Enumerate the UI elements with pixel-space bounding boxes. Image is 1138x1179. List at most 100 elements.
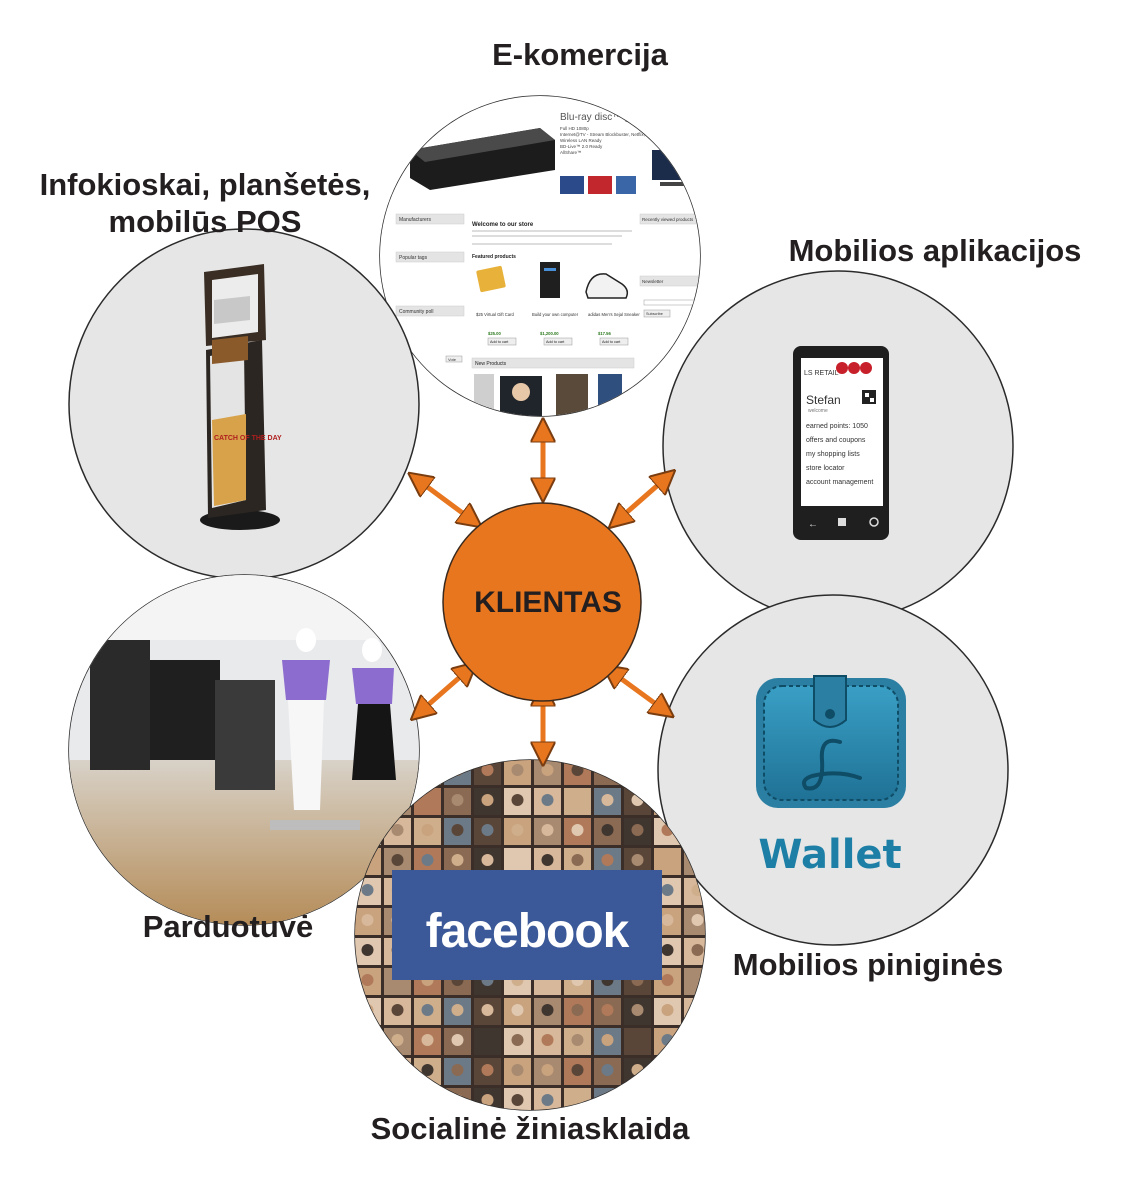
new-product-thumb (474, 374, 494, 416)
ecom-product-price: $17.56 (598, 331, 611, 336)
profile-face (571, 1034, 584, 1046)
profile-face (601, 764, 614, 776)
profile-face (451, 1094, 464, 1106)
add-to-cart-button[interactable]: Add to cart (546, 340, 565, 344)
kiosk-poster-text: CATCH OF THE DAY (214, 435, 282, 442)
phone-brand: LS RETAIL (804, 370, 839, 377)
phone-menu-item[interactable]: offers and coupons (806, 437, 866, 444)
new-product-thumb (556, 374, 588, 416)
store-circle (68, 574, 420, 926)
profile-face (541, 1064, 554, 1076)
profile-face (451, 854, 464, 866)
profile-face (451, 1004, 464, 1016)
ecom-welcome-heading: Welcome to our store (472, 222, 534, 228)
label-wallets: Mobilios piniginės (732, 947, 1004, 982)
ecom-bullet: AllShare™ (560, 150, 582, 155)
profile-face (391, 1034, 404, 1046)
profile-face (541, 1004, 554, 1016)
profile-face (451, 794, 464, 806)
profile-face (511, 1064, 524, 1076)
facebook-banner (392, 870, 662, 980)
profile-face (571, 794, 584, 806)
ecom-product-name[interactable]: $25 Virtual Gift Card (476, 312, 515, 317)
profile-face (661, 854, 674, 866)
ecom-product-name[interactable]: adidas Men's Sejal Sneaker (588, 312, 640, 317)
profile-face (361, 974, 374, 986)
ecom-bullet: Internet@TV - Stream Blockbuster, Netfli… (560, 132, 664, 137)
profile-face (511, 1094, 524, 1106)
profile-face (541, 794, 554, 806)
profile-face (421, 824, 434, 836)
phone-menu-item[interactable]: account management (806, 479, 873, 486)
profile-face (661, 944, 674, 956)
windows-icon[interactable] (838, 518, 846, 526)
profile-face (691, 1064, 704, 1076)
profile-face (421, 1034, 434, 1046)
computer-image (540, 262, 560, 298)
profile-face (481, 794, 494, 806)
profile-face (511, 824, 524, 836)
profile-face (421, 1004, 434, 1016)
profile-face (631, 764, 644, 776)
phone-subtitle: welcome (808, 408, 828, 414)
ecom-side-newsletter: Newsletter (642, 279, 664, 284)
center-label: KLIENTAS (474, 586, 622, 619)
profile-face (511, 1034, 524, 1046)
gift-card-image (476, 265, 506, 293)
profile-face (691, 1004, 704, 1016)
wallet-circle: Wallet (657, 594, 1009, 946)
phone-image: LS RETAIL Stefan welcome earned points: … (793, 346, 889, 540)
profile-face (391, 1094, 404, 1106)
ecom-side-recent: Recently viewed products (642, 217, 694, 222)
profile-photo-tile (654, 1058, 681, 1085)
ecom-new-products-heading: New Products (475, 361, 507, 367)
new-product-thumb (598, 374, 622, 416)
profile-face (511, 1004, 524, 1016)
profile-face (451, 1064, 464, 1076)
phone-menu-item[interactable]: my shopping lists (806, 451, 860, 458)
label-kiosks-line1: Infokioskai, planšetės, (39, 167, 371, 202)
phone-menu-item[interactable]: earned points: 1050 (806, 423, 868, 430)
wallet-label: Wallet (758, 832, 901, 878)
profile-face (451, 824, 464, 836)
profile-face (481, 1064, 494, 1076)
wallet-icon (756, 675, 906, 808)
profile-face (571, 1004, 584, 1016)
profile-face (691, 974, 704, 986)
sneaker-image (585, 273, 629, 299)
search-icon[interactable] (869, 517, 879, 527)
add-to-cart-button[interactable]: Add to cart (602, 340, 621, 344)
profile-face (631, 1094, 644, 1106)
profile-photo-tile (594, 760, 621, 785)
ecom-vote-button[interactable]: Vote (448, 357, 457, 362)
phone-menu-item[interactable]: store locator (806, 465, 845, 472)
back-icon[interactable]: ← (808, 519, 818, 530)
profile-face (511, 854, 524, 866)
profile-face (601, 1094, 614, 1106)
add-to-cart-button[interactable]: Add to cart (490, 340, 509, 344)
profile-face (631, 1004, 644, 1016)
subscribe-button[interactable]: Subscribe (646, 312, 663, 316)
social-circle: facebook (354, 759, 706, 1111)
profile-face (511, 764, 524, 776)
ecom-product-name[interactable]: Build your own computer (532, 312, 579, 317)
profile-photo-tile (624, 760, 651, 785)
label-kiosks: Infokioskai, planšetės, mobilūs POS (20, 166, 390, 240)
profile-face (391, 1064, 404, 1076)
profile-face (601, 794, 614, 806)
ecom-side-poll: Community poll (399, 309, 433, 315)
profile-face (421, 854, 434, 866)
ecom-side-popular: Popular tags (399, 255, 428, 261)
profile-photo-tile (355, 1028, 381, 1055)
profile-face (481, 854, 494, 866)
arrow-mobile-apps (618, 478, 666, 520)
kiosk-circle: CATCH OF THE DAY (68, 228, 420, 580)
profile-face (631, 1034, 644, 1046)
kiosk-image: CATCH OF THE DAY (200, 264, 282, 530)
profile-face (451, 1034, 464, 1046)
ecommerce-circle: Blu-ray disc™ player Full HD 1080p Inter… (379, 95, 701, 417)
ecom-bullet: Full HD 1080p (560, 126, 589, 131)
profile-face (421, 794, 434, 806)
profile-face (421, 1064, 434, 1076)
